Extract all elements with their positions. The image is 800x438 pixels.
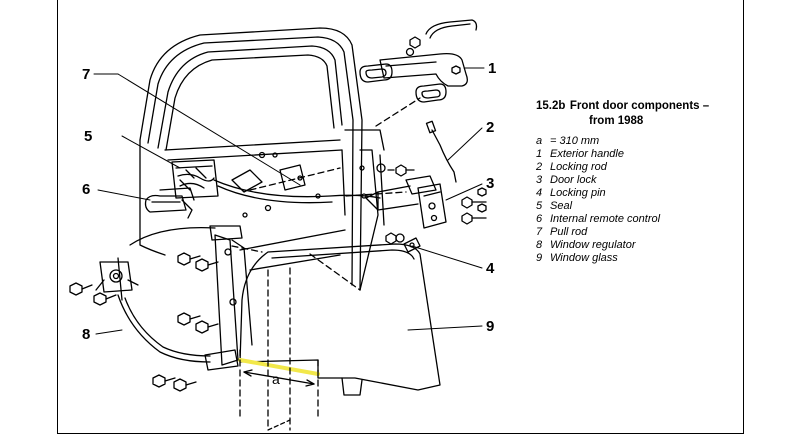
locking-rod <box>425 120 457 183</box>
legend-key: 6 <box>536 213 543 225</box>
callout-a: a <box>272 371 280 387</box>
callout-6: 6 <box>82 181 90 198</box>
door-lock <box>365 175 447 229</box>
pull-rod <box>213 179 381 204</box>
callout-5: 5 <box>84 128 92 145</box>
legend-key: 5 <box>536 200 543 212</box>
figure-caption: 15.2b Front door components – from 1988 … <box>536 96 726 265</box>
legend-text: Locking rod <box>550 161 607 173</box>
legend-item: 1 Exterior handle <box>536 148 726 161</box>
legend-list: a = 310 mm 1 Exterior handle 2 Locking rod 3 Do… <box>536 135 726 265</box>
legend-item: 3 Door lock <box>536 174 726 187</box>
regulator-bolts <box>69 252 219 392</box>
legend-text: Window glass <box>550 252 618 264</box>
callout-3: 3 <box>486 175 494 192</box>
legend-text: Locking pin <box>550 187 606 199</box>
legend-item: 6 Internal remote control <box>536 213 726 226</box>
callout-1: 1 <box>488 60 496 77</box>
legend-key: a <box>536 135 543 147</box>
figure-frame <box>57 0 744 434</box>
legend-text: Exterior handle <box>550 148 624 160</box>
caption-title-line2: from 1988 <box>589 115 644 127</box>
caption-number: 15.2b <box>536 100 566 112</box>
caption-title: Front door components – <box>569 100 710 112</box>
legend-key: 7 <box>536 226 543 238</box>
seal <box>171 159 219 199</box>
window-glass <box>239 243 441 396</box>
legend-text: Seal <box>550 200 573 212</box>
legend-text: Door lock <box>550 174 597 186</box>
legend-key: 8 <box>536 239 543 251</box>
callout-4: 4 <box>486 260 495 277</box>
lock-screws <box>376 163 487 225</box>
legend-text: Window regulator <box>550 239 636 251</box>
legend-key: 2 <box>536 161 543 173</box>
internal-remote-control <box>144 187 195 219</box>
door-shell <box>139 27 385 291</box>
window-regulator <box>95 225 253 371</box>
callout-leaders <box>93 67 485 335</box>
legend-item: 4 Locking pin <box>536 187 726 200</box>
legend-item: 8 Window regulator <box>536 239 726 252</box>
locking-pin <box>385 232 421 253</box>
legend-item: 5 Seal <box>536 200 726 213</box>
legend-key: 4 <box>536 187 543 199</box>
legend-text: Pull rod <box>550 226 588 238</box>
callout-9: 9 <box>486 318 494 335</box>
legend-item: 2 Locking rod <box>536 161 726 174</box>
legend-key: 3 <box>536 174 543 186</box>
caption-heading: 15.2b Front door components – <box>536 96 726 114</box>
callout-8: 8 <box>82 326 90 343</box>
exterior-handle <box>359 19 478 103</box>
legend-key: 9 <box>536 252 543 264</box>
legend-item: 7 Pull rod <box>536 226 726 239</box>
legend-text: Internal remote control <box>550 213 661 225</box>
legend-key: 1 <box>536 148 543 160</box>
dimension-a <box>239 267 319 431</box>
callout-numbers: 1 2 3 4 5 6 7 8 9 a <box>82 60 496 387</box>
legend-item: a = 310 mm <box>536 135 726 148</box>
callout-2: 2 <box>486 119 494 136</box>
callout-7: 7 <box>82 66 90 83</box>
legend-text: = 310 mm <box>550 135 600 147</box>
legend-item: 9 Window glass <box>536 252 726 265</box>
assembly-lines <box>231 97 421 291</box>
